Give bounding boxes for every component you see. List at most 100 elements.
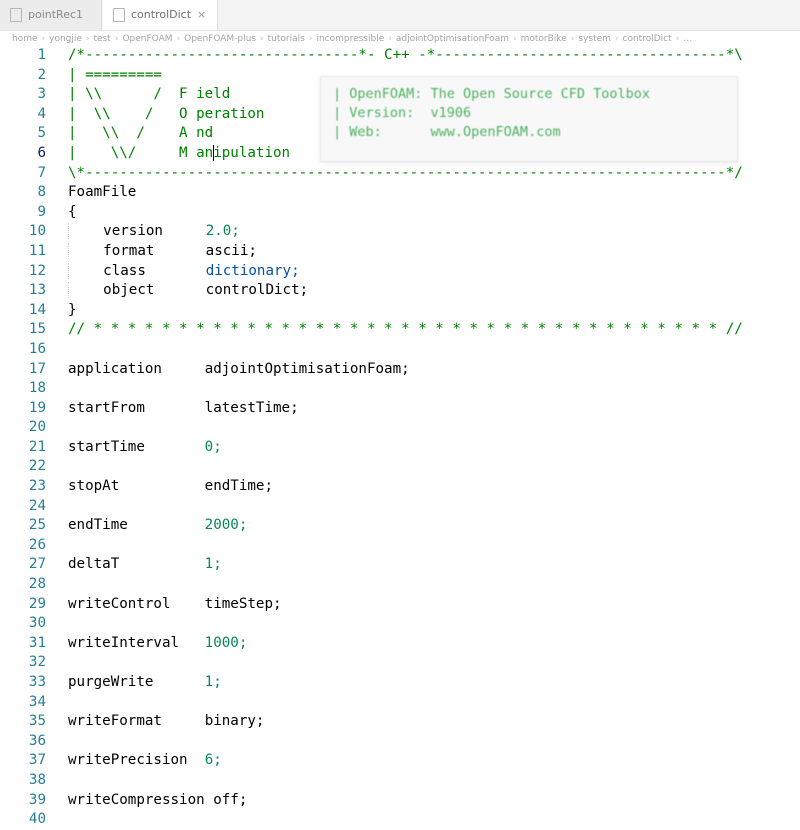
setting-value: adjointOptimisationFoam; — [204, 360, 410, 377]
setting-key: deltaT — [68, 556, 120, 573]
tab-label: pointRec1 — [28, 8, 84, 21]
hover-line: | Web: www.OpenFOAM.com — [333, 124, 561, 140]
breadcrumb-item[interactable]: OpenFOAM-plus — [184, 34, 257, 44]
setting-value: 6; — [204, 752, 222, 769]
code-line: } — [68, 301, 77, 318]
code-line: endTime 2000; — [68, 516, 800, 536]
dict-key: object — [103, 282, 155, 299]
line-number: 12 — [28, 262, 46, 279]
file-icon — [113, 8, 125, 22]
line-number: 4 — [37, 105, 46, 122]
setting-value: timeStep; — [204, 595, 282, 612]
line-number: 3 — [37, 86, 46, 103]
line-number: 26 — [28, 536, 46, 553]
line-number: 25 — [28, 517, 46, 534]
line-number: 28 — [28, 576, 46, 593]
tab-controldict[interactable]: controlDict × — [103, 0, 218, 30]
dict-key: format — [103, 242, 155, 259]
line-number: 27 — [28, 556, 46, 573]
code-line: /*--------------------------------*- C++… — [68, 47, 743, 63]
breadcrumb-item[interactable]: test — [93, 34, 111, 44]
code-line-blank — [68, 418, 800, 438]
line-number: 19 — [28, 399, 46, 416]
code-line: object controlDict; — [68, 281, 800, 301]
code-line-blank — [68, 536, 800, 556]
breadcrumb-item[interactable]: controlDict — [622, 34, 672, 44]
breadcrumb-item[interactable]: yongjie — [49, 34, 82, 44]
line-number: 9 — [37, 203, 46, 220]
breadcrumb-item[interactable]: incompressible — [316, 34, 385, 44]
setting-value: 2000; — [204, 517, 248, 534]
line-number: 33 — [28, 674, 46, 690]
line-number: 22 — [28, 458, 46, 475]
code-line: \*--------------------------------------… — [68, 164, 743, 181]
code-line: | ========= — [68, 66, 162, 83]
setting-key: writeCompression — [68, 791, 205, 808]
code-line: writeCompression off; — [68, 791, 800, 811]
line-number: 39 — [28, 791, 46, 808]
hover-line: | OpenFOAM: The Open Source CFD Toolbox — [333, 86, 650, 102]
code-text: ipulation — [213, 144, 291, 161]
breadcrumb-item[interactable]: … — [683, 34, 693, 44]
setting-key: purgeWrite — [68, 674, 154, 690]
breadcrumb-item[interactable]: system — [578, 34, 611, 44]
breadcrumb-item[interactable]: tutorials — [267, 34, 305, 44]
chevron-right-icon: › — [513, 34, 517, 44]
line-number: 16 — [28, 340, 46, 357]
code-text: | \\/ M an — [68, 144, 214, 161]
code-line-blank — [68, 693, 800, 713]
line-number: 7 — [37, 164, 46, 181]
setting-value: binary; — [204, 713, 265, 730]
code-line: // * * * * * * * * * * * * * * * * * * *… — [68, 321, 743, 338]
setting-key: writeFormat — [68, 713, 162, 730]
breadcrumb-item[interactable]: motorBike — [520, 34, 567, 44]
code-line: startFrom latestTime; — [68, 399, 800, 419]
code-line-blank — [68, 457, 800, 477]
code-line: writeInterval 1000; — [68, 634, 800, 654]
setting-value: 1; — [204, 556, 222, 573]
setting-key: writePrecision — [68, 752, 188, 769]
code-editor[interactable]: /*--------------------------------*- C++… — [68, 46, 800, 830]
code-line-blank — [68, 340, 800, 360]
line-number: 30 — [28, 615, 46, 632]
line-number: 40 — [28, 811, 46, 828]
line-number: 18 — [28, 380, 46, 397]
line-number: 1 — [37, 47, 46, 63]
breadcrumb-item[interactable]: home — [12, 34, 38, 44]
header-hover-preview: | OpenFOAM: The Open Source CFD Toolbox … — [320, 76, 738, 162]
code-line-blank — [68, 653, 800, 673]
code-line-blank — [68, 614, 800, 634]
breadcrumb: home›yongjie›test›OpenFOAM›OpenFOAM-plus… — [0, 31, 800, 47]
code-line: class dictionary; — [68, 262, 800, 282]
setting-value: endTime; — [204, 478, 274, 495]
line-number: 20 — [28, 419, 46, 436]
line-number: 38 — [28, 771, 46, 788]
chevron-right-icon: › — [614, 34, 619, 44]
code-line-blank — [68, 379, 800, 399]
code-line: deltaT 1; — [68, 555, 800, 575]
hover-line: | Version: v1906 — [333, 105, 472, 121]
code-line: writeControl timeStep; — [68, 595, 800, 615]
code-line: version 2.0; — [68, 222, 800, 242]
code-line: format ascii; — [68, 242, 800, 262]
tab-pointrec1[interactable]: pointRec1 — [0, 0, 102, 30]
tab-label: controlDict — [131, 8, 192, 21]
code-line-blank — [68, 497, 800, 517]
text-cursor — [213, 144, 215, 161]
setting-key: writeControl — [68, 595, 171, 612]
line-number: 34 — [28, 693, 46, 710]
chevron-right-icon: › — [85, 34, 90, 44]
line-number: 31 — [28, 634, 46, 651]
breadcrumb-item[interactable]: adjointOptimisationFoam — [395, 34, 510, 44]
setting-key: writeInterval — [68, 634, 180, 651]
dict-value: controlDict; — [205, 282, 309, 299]
code-line: stopAt endTime; — [68, 477, 800, 497]
setting-key: startTime — [68, 438, 145, 455]
line-number: 32 — [28, 654, 46, 671]
setting-value: latestTime; — [204, 399, 299, 416]
breadcrumb-item[interactable]: OpenFOAM — [122, 34, 173, 44]
setting-value: 0; — [204, 438, 222, 455]
chevron-right-icon: › — [41, 34, 46, 44]
close-icon[interactable]: × — [197, 8, 207, 21]
